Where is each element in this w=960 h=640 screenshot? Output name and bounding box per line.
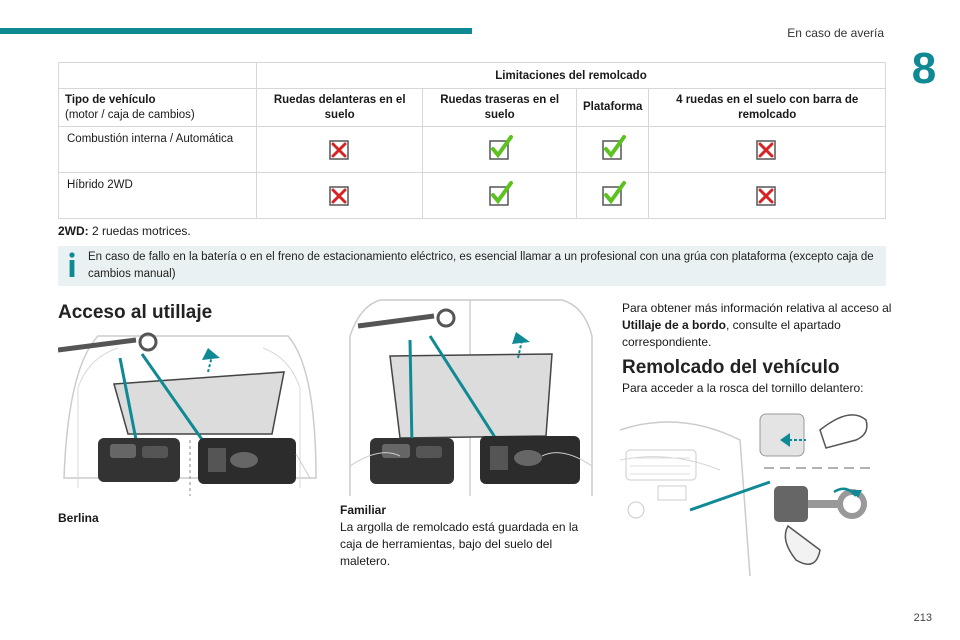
header-accent-bar <box>0 28 472 34</box>
cross-icon <box>328 140 349 160</box>
familiar-caption-text: La argolla de remolcado está guardada en… <box>340 520 579 568</box>
front-tow-screw-illustration <box>620 413 872 576</box>
row-label: Híbrido 2WD <box>58 172 257 219</box>
cross-icon <box>756 186 776 206</box>
row-label: Combustión interna / Automática <box>58 126 257 173</box>
info-note-text: En caso de fallo en la batería o en el f… <box>88 251 874 280</box>
table-row: Combustión interna / Automática <box>58 126 886 173</box>
column-header: Plataforma <box>575 88 650 127</box>
mark-cell <box>422 172 577 219</box>
table-group-header: Limitaciones del remolcado <box>256 62 886 89</box>
access-tools-heading: Acceso al utillaje <box>58 302 213 323</box>
chapter-number: 8 <box>911 44 937 93</box>
berlina-trunk-illustration <box>58 332 317 496</box>
page-number: 213 <box>913 612 932 624</box>
column-header: 4 ruedas en el suelo con barra de remolc… <box>648 88 886 127</box>
berlina-caption: Berlina <box>58 511 99 525</box>
check-icon <box>601 135 626 160</box>
familiar-caption-title: Familiar <box>340 503 387 517</box>
note-2wd-text: 2 ruedas motrices. <box>88 224 191 238</box>
towing-instruction: Para acceder a la rosca del tornillo del… <box>622 381 864 395</box>
mark-cell <box>648 172 886 219</box>
section-title: En caso de avería <box>787 26 884 40</box>
vehicle-type-header: Tipo de vehículo (motor / caja de cambio… <box>58 88 257 127</box>
vehicle-type-title: Tipo de vehículo <box>65 93 156 106</box>
more-info-paragraph: Para obtener más información relativa al… <box>622 300 892 351</box>
note-2wd: 2WD: 2 ruedas motrices. <box>58 224 191 238</box>
table-corner <box>58 62 257 89</box>
check-icon <box>488 135 513 160</box>
mark-cell <box>255 126 424 173</box>
mark-cell <box>648 126 886 173</box>
mark-cell <box>255 172 424 219</box>
more-info-text-end: , consulte el apartado correspondiente. <box>622 318 841 349</box>
column-header: Ruedas traseras en el suelo <box>422 88 577 127</box>
more-info-text: Para obtener más información relativa al… <box>622 301 892 315</box>
cross-icon <box>756 140 776 160</box>
check-icon <box>488 181 513 206</box>
info-note-box: En caso de fallo en la batería o en el f… <box>58 246 886 286</box>
towing-limitations-table: Limitaciones del remolcado Tipo de vehíc… <box>58 62 886 219</box>
towing-heading: Remolcado del vehículo <box>622 357 840 378</box>
info-icon <box>69 252 75 277</box>
vehicle-type-subtitle: (motor / caja de cambios) <box>65 108 195 121</box>
table-row: Híbrido 2WD <box>58 172 886 219</box>
familiar-trunk-illustration <box>349 299 593 496</box>
onboard-tools-link-text: Utillaje de a bordo <box>622 318 727 332</box>
mark-cell <box>575 126 650 173</box>
mark-cell <box>575 172 650 219</box>
chapter-tab: 8 <box>900 40 960 98</box>
cross-icon <box>328 186 349 206</box>
check-icon <box>601 181 626 206</box>
column-header: Ruedas delanteras en el suelo <box>255 88 424 127</box>
note-2wd-term: 2WD: <box>58 224 89 238</box>
mark-cell <box>422 126 577 173</box>
familiar-caption: Familiar La argolla de remolcado está gu… <box>340 502 590 570</box>
